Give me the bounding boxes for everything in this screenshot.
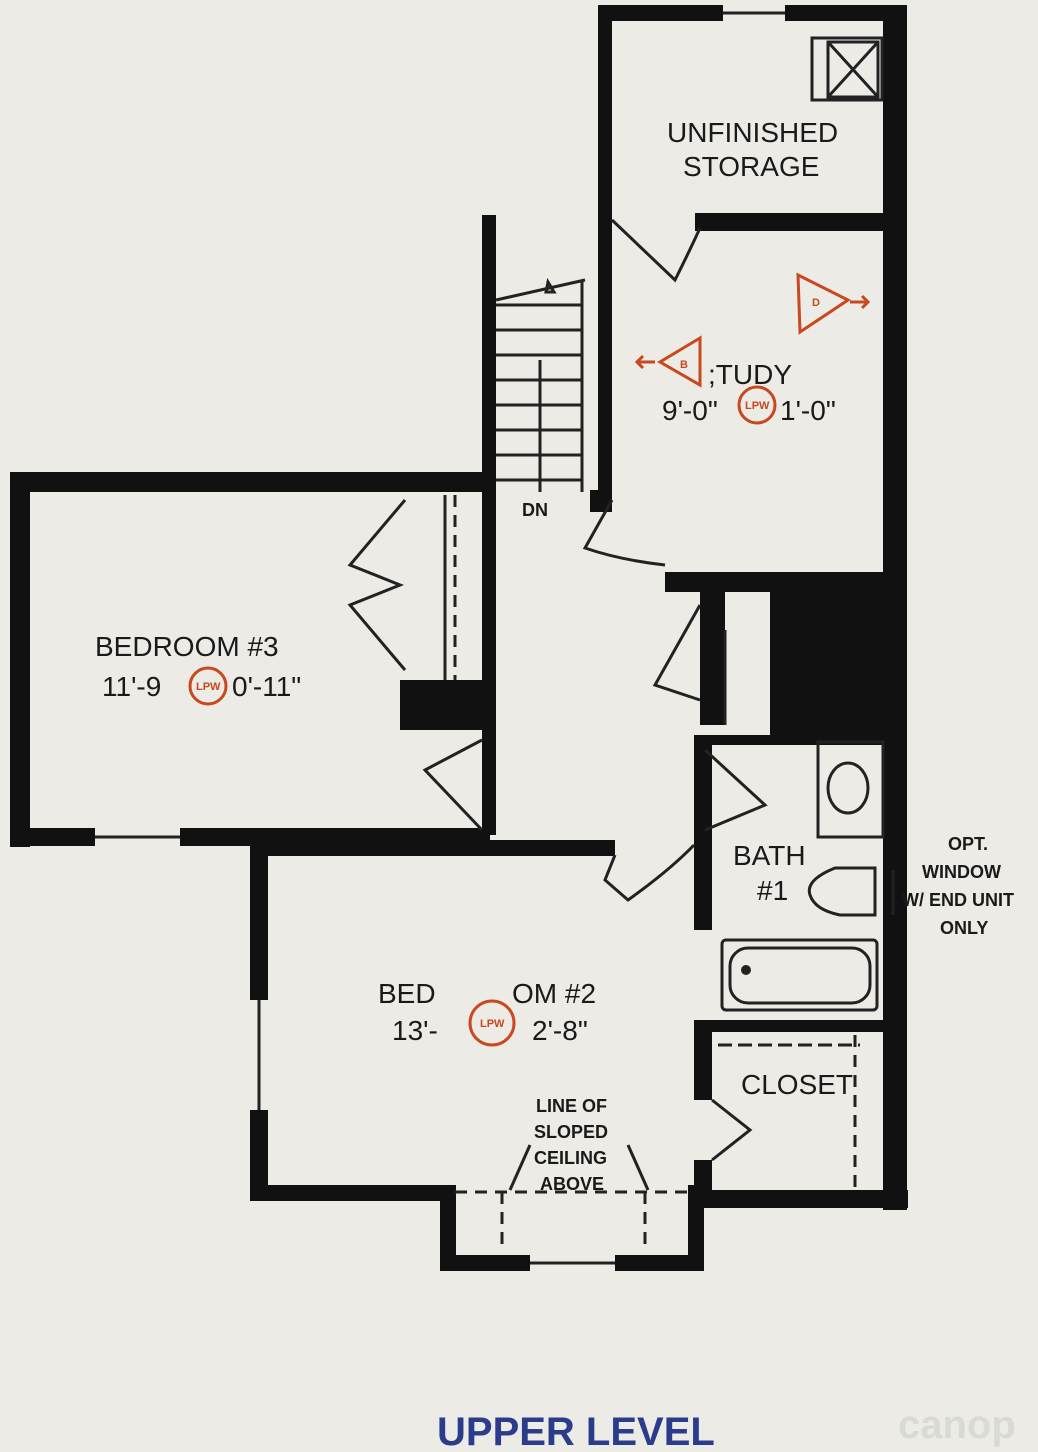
bedroom3-label: BEDROOM #3 [95,631,279,662]
door-storage [610,218,702,283]
level-title: UPPER LEVEL [437,1410,715,1452]
triangle-marker-d-label: D [812,297,820,309]
sloped-note-line4: ABOVE [540,1174,604,1194]
toilet-icon [807,866,877,917]
wall-bed3-top [10,472,496,492]
opt-window-note-line4: ONLY [940,918,988,938]
wall-closet-left-b [694,1160,712,1205]
attic-access [810,36,884,102]
triangle-marker-b-label: B [680,359,688,371]
wall-bed3-bottom-a [10,828,95,846]
wall-closet-left [694,1020,712,1100]
wall-bath-left-a [694,735,712,835]
door-bed2 [603,843,696,902]
storage-label-line1: UNFINISHED [667,117,838,148]
bedroom3-dim-right: 0'-11" [232,671,301,702]
attic-access-inner [826,40,880,99]
sloped-ceiling-right [626,1144,650,1191]
watermark-logo: canop [898,1403,1016,1447]
stair-break-line [495,278,586,302]
wall-storage-bottom [695,213,890,231]
arrow-left-icon [634,354,655,370]
sloped-note-line2: SLOPED [534,1122,608,1142]
study-dim-right: 1'-0" [780,395,836,426]
chase-block [770,590,895,740]
wall-bath-bottom [694,1020,894,1032]
walls [10,5,908,1271]
study-dim-left: 9'-0" [662,395,718,426]
notes: OPT. WINDOW W/ END UNIT ONLY LINE OF SLO… [534,834,1014,1194]
markers: D B LPW LPW LPW [188,272,871,1047]
bedroom2-label-left: BED [378,978,436,1009]
bedroom3-dim-left: 11'-9 [102,671,161,702]
vanity [816,740,885,839]
bedroom2-dim-right: 2'-8" [532,1015,588,1046]
sloped-ceiling-left [508,1144,532,1191]
wall-top-right [785,5,907,21]
wall-bed2-bottom-left [250,1185,450,1201]
opt-window-note-line2: WINDOW [922,862,1001,882]
arrow-right-icon [850,294,871,310]
bath-fixtures [720,740,895,1012]
wall-bath-top [712,735,892,745]
wall-study-stub [590,490,612,512]
wall-bath-left-b [694,830,712,930]
bathtub-outer [720,938,879,1012]
sloped-note-line3: CEILING [534,1148,607,1168]
opt-window-note-line1: OPT. [948,834,988,854]
lpw-marker-study-label: LPW [745,400,770,412]
bed3-closet-block [400,680,485,730]
wall-tower-left [598,5,612,505]
lpw-marker-bed2 [468,999,516,1047]
bedroom2-dim-left: 13'- [392,1015,438,1046]
study-label: ;TUDY [708,359,792,390]
drain-icon [741,965,751,975]
room-labels: UNFINISHED STORAGE ;TUDY 9'-0" 1'-0" BED… [95,117,853,1100]
bedroom2-label-right: OM #2 [512,978,596,1009]
wall-bed2-left-a [250,840,268,1000]
attic-access-x [826,40,880,99]
door-bath [703,748,768,832]
stairs-label: DN [522,500,548,520]
door-closet [711,1098,753,1162]
wall-bed2-left-b [250,1110,268,1200]
door-study [582,499,666,567]
lpw-marker-bed3 [188,666,228,706]
bath-label-line1: BATH [733,840,806,871]
sloped-note-line1: LINE OF [536,1096,607,1116]
stair-arrow-icon [544,277,557,294]
wall-hall-right [700,590,725,725]
lpw-marker-bed2-label: LPW [480,1018,505,1030]
opt-window-note-line3: W/ END UNIT [902,890,1014,910]
wall-study-bottom [665,572,895,592]
doors [347,218,860,1195]
wall-bed3-left [10,472,30,847]
wall-bay-bottom-b [615,1255,700,1271]
door-linen [652,604,702,702]
bathtub-inner [728,946,872,1005]
wall-bay-bottom-a [440,1255,530,1271]
lpw-marker-study [737,385,777,425]
storage-label-line2: STORAGE [683,151,819,182]
wall-top-left [598,5,723,21]
lpw-marker-bed3-label: LPW [196,681,221,693]
attic-access-box [810,36,884,102]
triangle-marker-b [657,335,702,388]
wall-bed2-top [255,840,615,856]
wall-bay-left [440,1185,456,1270]
door-bed3-closet [347,499,407,671]
wall-closet-bottom [688,1190,908,1208]
stairs: DN [495,277,586,520]
bay-sloped-ceiling [455,1144,688,1250]
door-bed3 [422,738,484,832]
closet-label: CLOSET [741,1069,853,1100]
sink-icon [826,761,870,815]
wall-stair-left [482,215,496,835]
bath-label-line2: #1 [757,875,788,906]
triangle-marker-d [796,272,851,335]
